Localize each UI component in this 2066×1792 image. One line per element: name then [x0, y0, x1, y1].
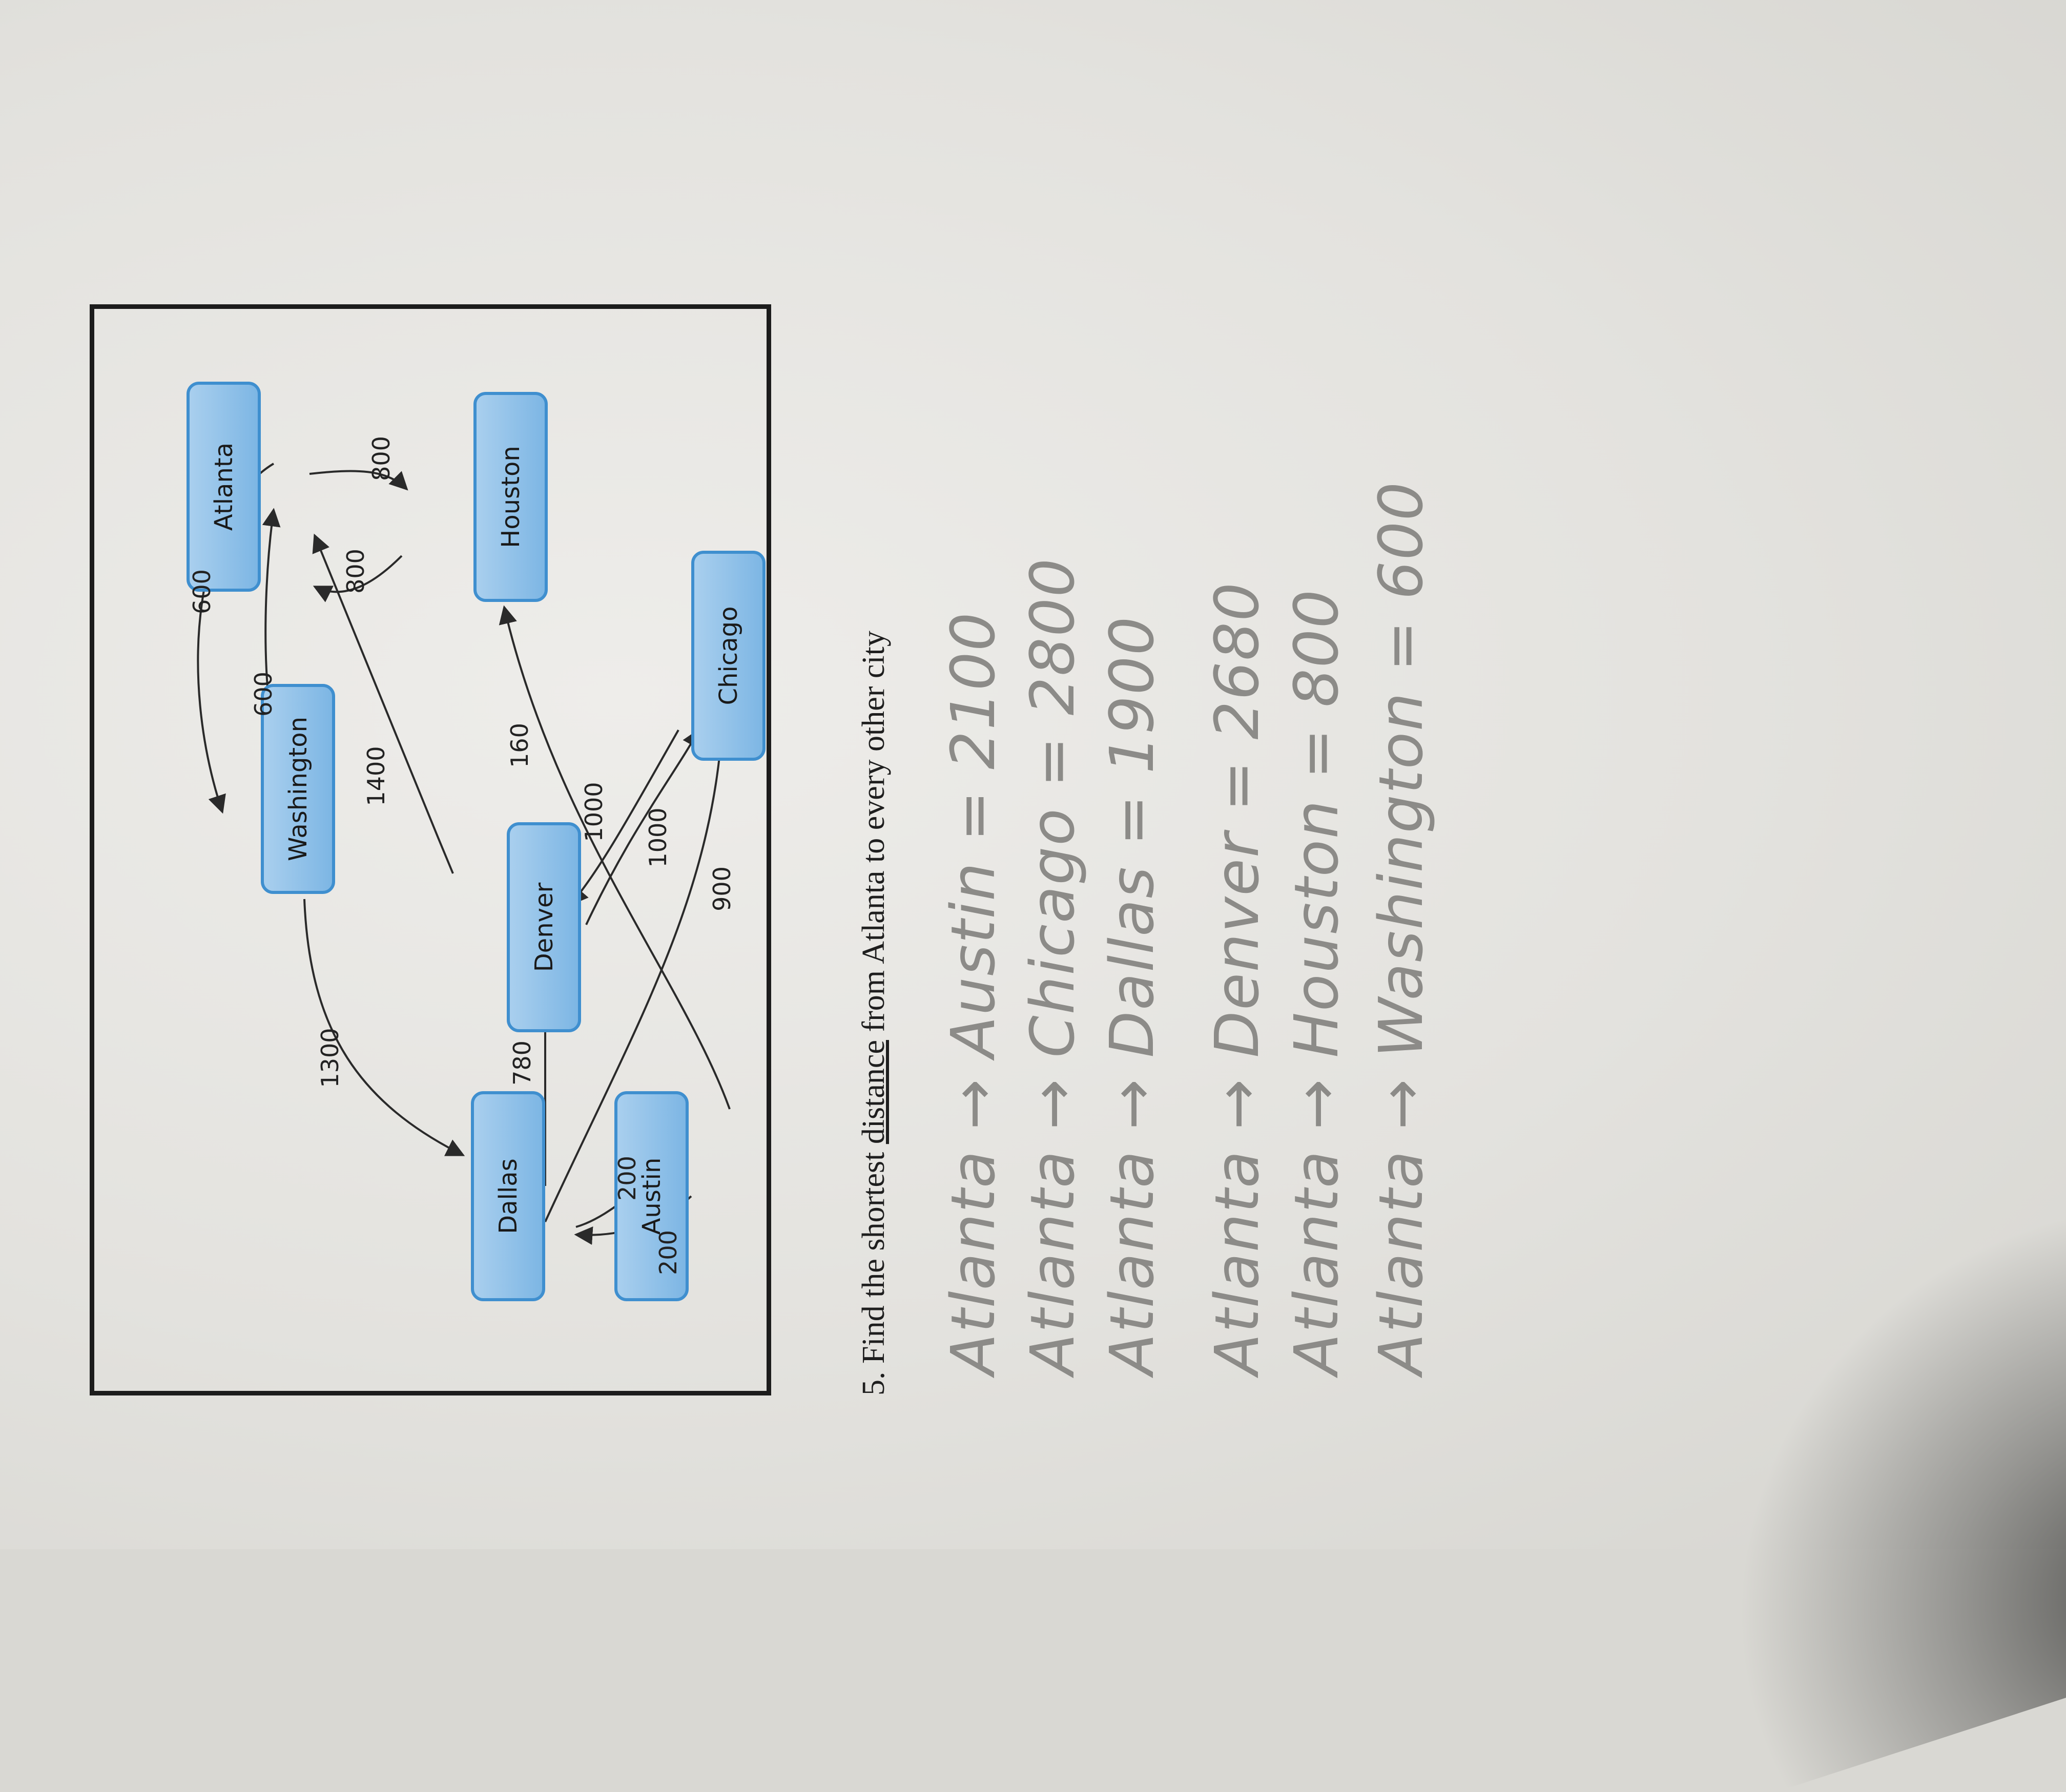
node-houston: Houston — [473, 392, 548, 602]
label-austin-dallas: 200 — [654, 1230, 682, 1275]
label-dallas-chicago: 900 — [708, 866, 736, 911]
label-austin-houston: 160 — [506, 723, 533, 768]
answer-washington: Atlanta → Washington = 600 — [1366, 481, 1436, 1375]
answer-dallas: Atlanta → Dallas = 1900 — [1097, 615, 1167, 1375]
label-houston-atlanta: 800 — [342, 549, 369, 594]
label-washington-atlanta: 600 — [250, 672, 277, 717]
label-dallas-denver: 780 — [508, 1040, 536, 1086]
node-denver: Denver — [507, 822, 581, 1032]
edge-houston-atlanta — [313, 555, 403, 602]
edge-chicago-denver — [569, 730, 679, 906]
edge-denver-chicago — [585, 728, 700, 925]
node-dallas: Dallas — [471, 1091, 545, 1301]
label-denver-atlanta: 1400 — [362, 746, 390, 806]
graph-figure: Austin Dallas Washington Denver Chicago … — [90, 304, 771, 1395]
edge-atlanta-houston — [309, 470, 408, 491]
question-text-before: Find the shortest — [856, 1144, 891, 1364]
paper-sheet — [0, 0, 2066, 1549]
label-atlanta-houston: 800 — [367, 436, 395, 481]
edge-washington-dallas — [303, 899, 465, 1156]
answer-denver: Atlanta → Denver = 2680 — [1202, 581, 1272, 1375]
edge-austin-houston — [499, 605, 731, 1110]
label-chicago-denver: 1000 — [644, 807, 672, 868]
node-chicago: Chicago — [691, 551, 766, 761]
question-5: 5. Find the shortest distance from Atlan… — [856, 115, 892, 1395]
question-text-underlined: distance — [856, 1040, 891, 1144]
label-atlanta-washington: 600 — [188, 569, 216, 614]
answer-houston: Atlanta → Houston = 800 — [1281, 589, 1352, 1375]
graph-edges — [197, 463, 731, 1245]
label-washington-dallas: 1300 — [316, 1028, 344, 1088]
label-dallas-austin: 200 — [613, 1156, 641, 1201]
answer-chicago: Atlanta → Chicago = 2800 — [1017, 557, 1088, 1375]
answer-austin: Atlanta → Austin = 2100 — [938, 611, 1008, 1375]
node-atlanta: Atlanta — [187, 382, 261, 592]
question-text-after: from Atlanta to every other city — [856, 631, 891, 1040]
rotated-page: Austin Dallas Washington Denver Chicago … — [90, 115, 1436, 1395]
label-denver-chicago: 1000 — [580, 782, 608, 842]
question-number: 5. — [856, 1371, 891, 1396]
edge-denver-atlanta — [312, 533, 454, 874]
